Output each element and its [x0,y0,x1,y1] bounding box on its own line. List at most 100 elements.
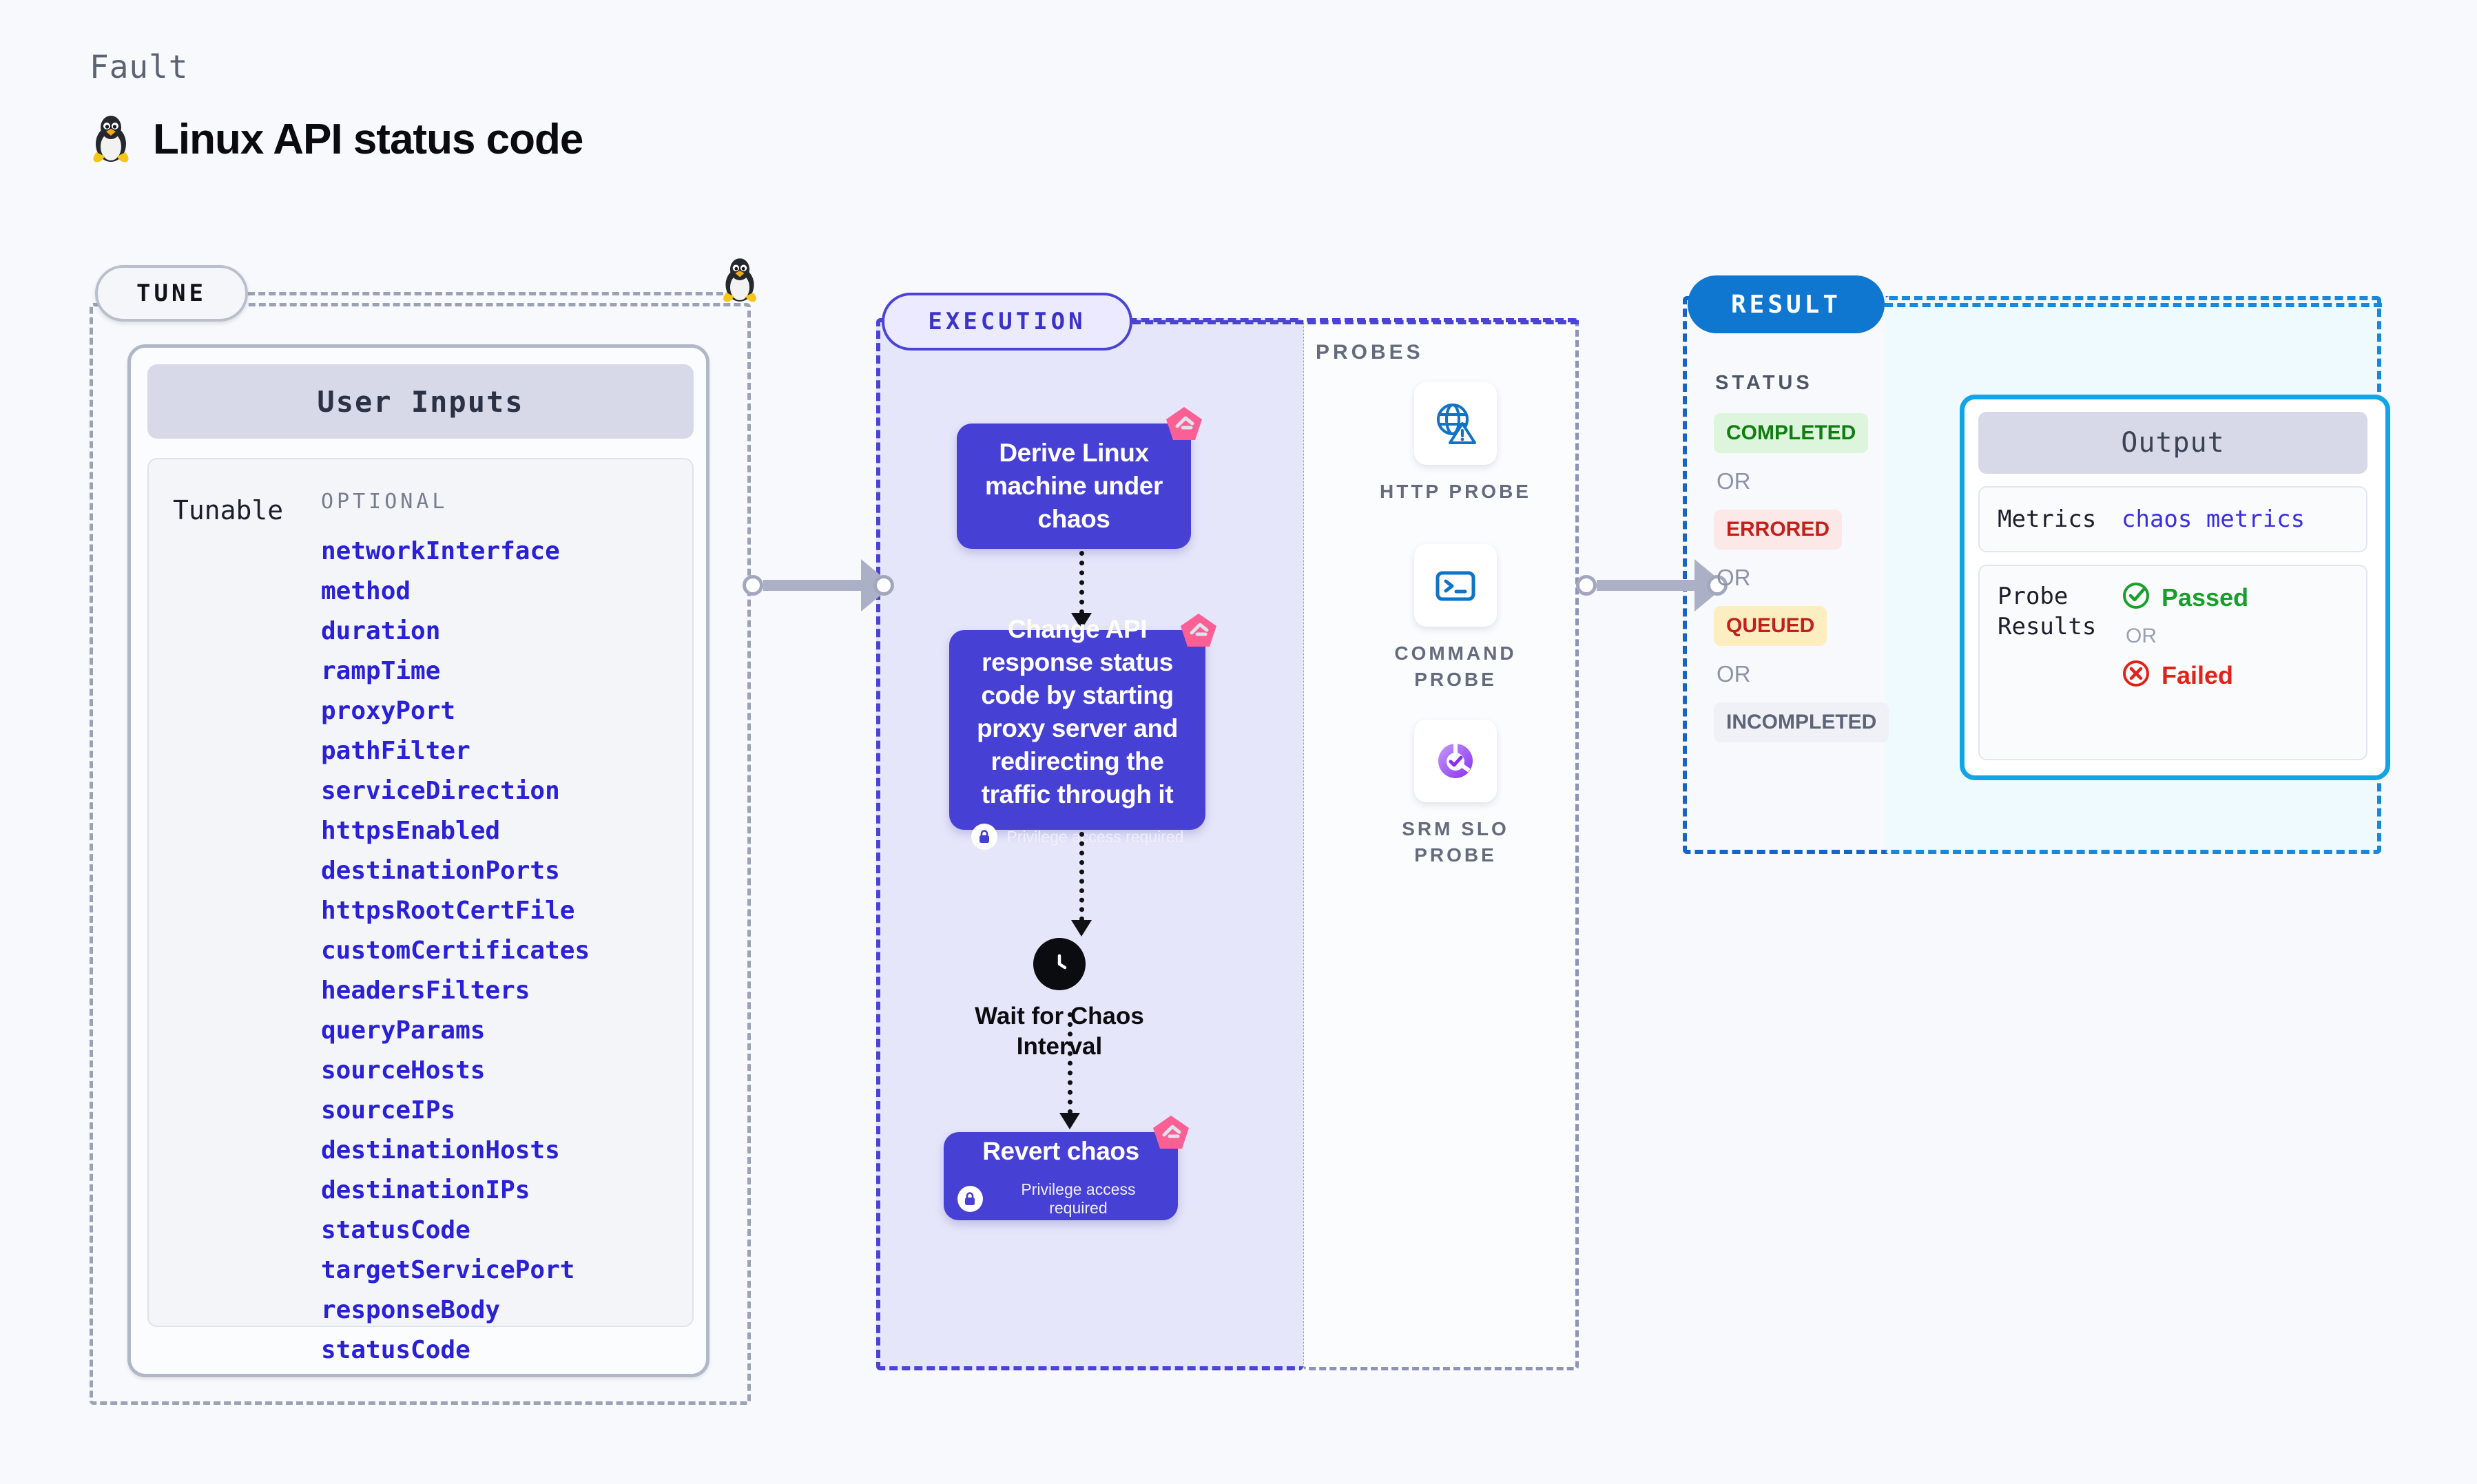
wait-for-chaos-interval: Wait for Chaos Interval [975,938,1144,1062]
wait-label: Wait for Chaos Interval [975,1003,1144,1060]
tune-header-line [248,292,723,295]
status-badge: INCOMPLETED [1714,702,1889,742]
fault-kicker: Fault [90,48,189,85]
tunable-item[interactable]: destinationHosts [321,1136,560,1164]
linux-penguin-icon [90,114,132,165]
tunable-item[interactable]: sourceHosts [321,1056,486,1085]
connector-probes-to-result [1576,559,1728,612]
probe-command[interactable]: COMMAND PROBE [1373,544,1538,693]
tunable-item[interactable]: networkInterface [321,537,560,565]
connector-bar [1597,580,1696,591]
globe-warning-icon [1414,382,1497,465]
tunable-label: Tunable [173,495,284,525]
optional-tag: OPTIONAL [321,490,448,514]
tunable-list: networkInterface method duration rampTime pr… [321,532,679,1370]
execution-node-title: Revert chaos [982,1137,1139,1165]
privilege-text: Privilege access required [1021,1180,1136,1217]
execution-node-title: Derive Linux machine under chaos [985,439,1163,533]
tunable-item[interactable]: destinationPorts [321,857,560,885]
result-header-line [1885,303,2382,307]
probe-label: SRM SLO PROBE [1402,818,1509,866]
arrow-line [1079,832,1084,921]
status-or-separator: OR [1717,468,1751,494]
tune-linux-penguin-icon [720,256,760,308]
probe-results-key: Probe Results [1998,583,2097,640]
tunable-item[interactable]: sourceIPs [321,1096,456,1125]
output-title: Output [1978,412,2367,474]
execution-node-title: Change API response status code by start… [977,615,1178,808]
tunable-item[interactable]: headersFilters [321,976,530,1005]
slo-donut-check-icon [1414,720,1497,802]
tunable-panel: Tunable OPTIONAL networkInterface method d… [147,458,694,1364]
flow-arrow-1 [1071,551,1092,629]
tunable-item[interactable]: duration [321,617,441,645]
status-badge: ERRORED [1714,510,1843,550]
page-title-text: Linux API status code [153,115,583,163]
status-title: STATUS [1715,372,1813,394]
output-row-metrics: Metrics chaos metrics [1978,486,2367,552]
probe-result-or: OR [2126,625,2157,647]
status-badge: COMPLETED [1714,413,1869,453]
probe-result-failed: Failed [2122,659,2248,691]
x-circle-icon [2122,659,2150,691]
user-inputs-card: User Inputs Tunable OPTIONAL networkInte… [127,344,709,1377]
metrics-key: Metrics [1998,505,2097,533]
tunable-item[interactable]: targetServicePort [321,1256,575,1284]
failed-label: Failed [2162,660,2234,689]
tunable-item[interactable]: queryParams [321,1016,486,1045]
clock-icon [1033,938,1086,990]
chaos-badge-icon [1181,614,1216,647]
tunable-item[interactable]: httpsRootCertFile [321,897,575,925]
tunable-item[interactable]: method [321,577,411,605]
tunable-item[interactable]: destinationIPs [321,1176,530,1204]
execution-node-revert-chaos[interactable]: Revert chaos Privilege access required [944,1116,1189,1220]
probe-label: HTTP PROBE [1380,481,1531,502]
probe-result-passed: Passed [2122,581,2248,614]
metrics-value-link[interactable]: chaos metrics [2122,505,2305,533]
probe-results-values: Passed OR Failed [2122,581,2248,691]
connector-start-dot [743,575,763,596]
execution-node-change-status[interactable]: Change API response status code by start… [949,614,1216,850]
check-circle-icon [2122,581,2150,614]
lock-icon [957,1186,983,1212]
tunable-item[interactable]: statusCode [321,1216,470,1244]
arrow-head [1071,613,1092,629]
flow-arrow-3 [1059,1012,1080,1129]
status-badge: QUEUED [1714,606,1827,646]
optional-column: OPTIONAL networkInterface method duration r… [321,490,679,1370]
terminal-icon [1414,544,1497,627]
output-row-probe-results: Probe Results Passed OR [1978,565,2367,760]
tunable-item[interactable]: customCertificates [321,937,590,965]
page-title: Linux API status code [90,114,583,165]
tune-pill[interactable]: TUNE [95,265,248,322]
user-inputs-title: User Inputs [147,364,694,439]
tune-section-shell [90,303,751,1405]
probe-srm-slo[interactable]: SRM SLO PROBE [1373,720,1538,868]
tunable-item[interactable]: pathFilter [321,737,470,765]
tunable-item[interactable]: responseBody [321,1296,501,1324]
arrow-head [1059,1113,1080,1129]
connector-bar [763,580,862,591]
tunable-item[interactable]: proxyPort [321,697,456,725]
execution-header-line [1132,320,1579,324]
result-pill[interactable]: RESULT [1688,275,1885,333]
status-badge-row: ERRORED [1714,510,1920,550]
connector-tune-to-execution [743,559,894,612]
connector-end-dot [1707,575,1728,596]
chaos-badge-icon [1166,407,1202,440]
tunable-item[interactable]: serviceDirection [321,777,560,805]
tunable-item[interactable]: rampTime [321,657,441,685]
probe-http[interactable]: HTTP PROBE [1373,382,1538,505]
connector-start-dot [1576,575,1597,596]
arrow-head [1071,920,1092,937]
execution-pill[interactable]: EXECUTION [882,293,1132,351]
output-card: Output Metrics chaos metrics Probe Resul… [1960,395,2390,780]
status-badge-row: INCOMPLETED [1714,702,1920,742]
privilege-row: Privilege access required [957,1180,1164,1217]
tunable-item[interactable]: statusCode [321,1336,470,1364]
status-badge-row: QUEUED [1714,606,1920,646]
execution-node-derive[interactable]: Derive Linux machine under chaos [957,407,1202,549]
tunable-item[interactable]: httpsEnabled [321,817,501,845]
status-or-separator: OR [1717,661,1751,687]
